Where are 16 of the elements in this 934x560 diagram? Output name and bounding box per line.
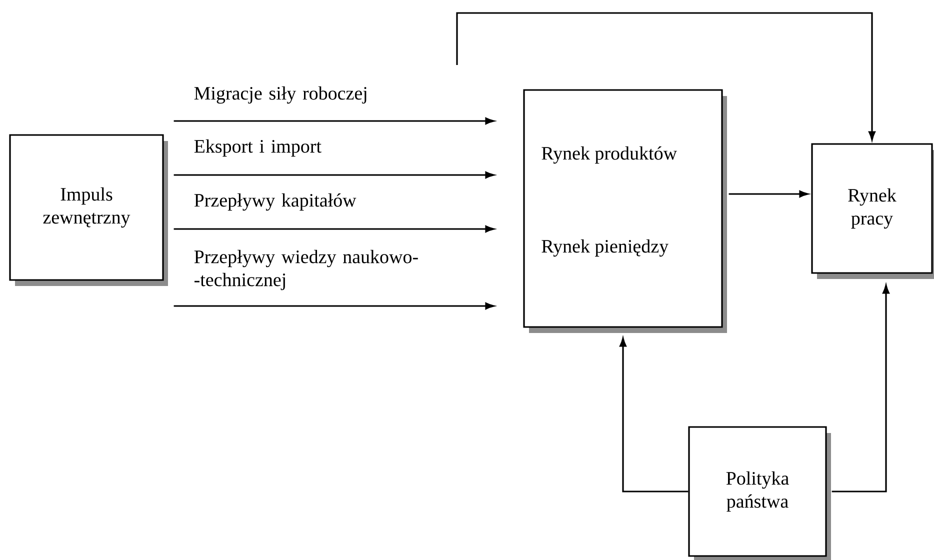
arrow [456, 12, 876, 140]
process-box: Polityka państwa [688, 426, 831, 560]
edge-label: Przepływy wiedzy naukowo- -technicznej [194, 250, 418, 290]
arrow [620, 338, 688, 492]
arrow [174, 302, 494, 310]
arrow [832, 284, 890, 492]
process-box: Impuls zewnętrzny [9, 134, 168, 286]
process-box: Rynek pracy [811, 143, 934, 279]
market-box: Rynek produktów Rynek pieniędzy [523, 89, 727, 333]
arrow [174, 118, 494, 124]
edge-label: Migracje siły roboczej [194, 86, 366, 104]
arrow [728, 190, 808, 198]
edge-label: Przepływy kapitałów [194, 193, 356, 211]
edge-label: Eksport i import [194, 139, 322, 157]
arrow [174, 226, 494, 232]
arrow [174, 172, 494, 178]
